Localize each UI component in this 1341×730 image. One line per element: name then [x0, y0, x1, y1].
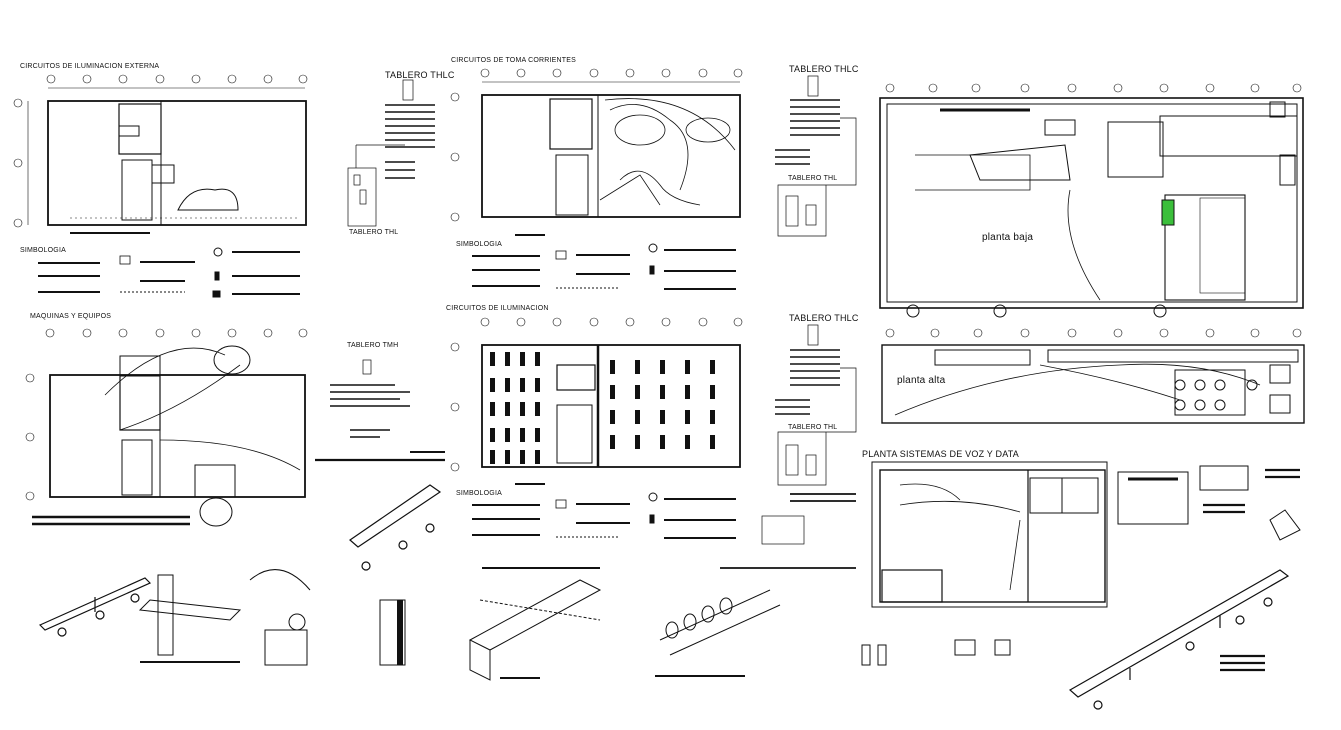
board-tmh — [315, 359, 445, 462]
title-voice-data: PLANTA SISTEMAS DE VOZ Y DATA — [862, 449, 1020, 459]
plan-outlets — [450, 68, 743, 290]
board-mid-right-title: TABLERO THLC — [789, 313, 859, 323]
board-small-left-title: TABLERO THL — [349, 229, 399, 236]
detail-small-symbols — [861, 509, 1301, 666]
title-machines: MAQUINAS Y EQUIPOS — [30, 313, 112, 320]
detail-track-light-mid — [349, 484, 442, 571]
detail-conduit-left — [138, 569, 311, 666]
legend-label-3: SIMBOLOGIA — [456, 490, 502, 497]
detail-panel-box — [379, 599, 406, 666]
legend-label-2: SIMBOLOGIA — [456, 241, 502, 248]
detail-track-light-right — [1068, 569, 1290, 710]
legend-label-1: SIMBOLOGIA — [20, 247, 66, 254]
detail-pipe-rack — [655, 589, 781, 677]
board-top-left-title: TABLERO THLC — [385, 70, 455, 80]
board-thlc-mid-right — [720, 324, 857, 569]
plan-upper-label: planta alta — [897, 375, 946, 386]
board-small-right-title: TABLERO THL — [788, 424, 838, 431]
board-small-mid-title: TABLERO THL — [788, 175, 838, 182]
detail-cable-tray — [468, 567, 602, 681]
board-thlc-top-right — [775, 75, 857, 237]
title-lighting: CIRCUITOS DE ILUMINACION — [446, 305, 549, 312]
plan-upper-floor — [881, 328, 1305, 424]
board-thlc-top-left — [347, 79, 435, 227]
detail-track-light-left — [38, 577, 152, 637]
plan-machines — [25, 328, 308, 527]
plan-ground-floor — [879, 83, 1304, 318]
title-outlets: CIRCUITOS DE TOMA CORRIENTES — [451, 57, 577, 64]
board-top-right-title: TABLERO THLC — [789, 64, 859, 74]
board-machines-title: TABLERO TMH — [347, 342, 399, 349]
plan-lighting — [450, 317, 743, 539]
plan-external-lighting — [13, 74, 308, 298]
plan-ground-label: planta baja — [982, 232, 1034, 243]
plan-voice-data — [871, 461, 1300, 672]
title-external-lighting: CIRCUITOS DE ILUMINACION EXTERNA — [20, 63, 160, 70]
